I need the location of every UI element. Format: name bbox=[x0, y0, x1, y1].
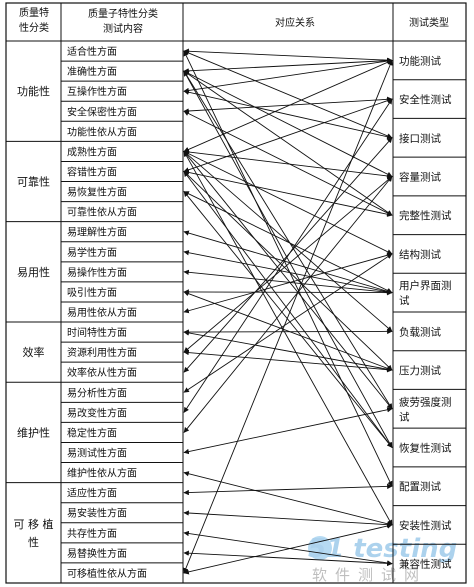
test-type-label: 兼容性测试 bbox=[399, 558, 452, 571]
category-label: 功能性 bbox=[17, 84, 50, 98]
relation-arrow bbox=[183, 110, 393, 216]
header-row: 质量特 性分类 质量子特性分类 测试内容 对应关系 测试类型 bbox=[19, 7, 449, 35]
relation-arrow bbox=[183, 50, 393, 487]
header-quality-char-line2: 性分类 bbox=[19, 21, 49, 34]
test-type-label: 恢复性测试 bbox=[399, 442, 452, 455]
sub-characteristic-label: 共存性方面 bbox=[67, 527, 117, 540]
sub-characteristic-label: 易替换性方面 bbox=[67, 547, 127, 560]
relation-arrow bbox=[183, 191, 393, 448]
test-type-label: 安装性测试 bbox=[399, 519, 452, 532]
relation-arrow bbox=[183, 171, 393, 448]
relation-arrow bbox=[183, 289, 393, 296]
sub-characteristic-label: 易用性依从方面 bbox=[67, 306, 137, 319]
sub-characteristic-label: 适合性方面 bbox=[67, 45, 117, 58]
sub-characteristic-label: 可移植性依从方面 bbox=[67, 567, 147, 580]
test-type-label: 安全性测试 bbox=[399, 93, 452, 106]
sub-characteristic-label: 易安装性方面 bbox=[67, 507, 127, 520]
relation-arrow bbox=[183, 89, 393, 140]
category-label: 易用性 bbox=[17, 265, 50, 279]
relation-arrow bbox=[183, 483, 393, 496]
sub-characteristic-label: 吸引性方面 bbox=[67, 286, 117, 299]
test-type-label: 功能测试 bbox=[399, 54, 441, 67]
category-label: 性 bbox=[28, 535, 39, 549]
category-label: 效率 bbox=[23, 345, 45, 359]
relation-arrow bbox=[183, 98, 393, 413]
relation-arrow bbox=[183, 150, 393, 410]
category-label: 可靠性 bbox=[17, 175, 50, 189]
relation-arrow bbox=[183, 171, 393, 371]
sub-characteristic-label: 易学性方面 bbox=[67, 246, 117, 259]
sub-characteristic-label: 易改变性方面 bbox=[67, 406, 127, 419]
relation-arrow bbox=[183, 328, 393, 335]
relation-arrow bbox=[183, 58, 393, 94]
header-relation: 对应关系 bbox=[275, 16, 315, 29]
test-type-label: 容量测试 bbox=[399, 171, 441, 184]
relation-arrow bbox=[183, 70, 393, 448]
sub-characteristic-label: 成熟性方面 bbox=[67, 145, 117, 158]
header-sub-char-line1: 质量子特性分类 bbox=[88, 7, 158, 20]
sub-characteristic-label: 易理解性方面 bbox=[67, 226, 127, 239]
test-type-label: 接口测试 bbox=[399, 132, 441, 145]
grid-lines bbox=[6, 3, 466, 583]
sub-characteristic-label: 互操作性方面 bbox=[67, 85, 127, 98]
relation-arrow bbox=[183, 510, 393, 528]
relation-arrow bbox=[183, 191, 393, 294]
test-type-label: 疲劳强度测 bbox=[399, 395, 452, 408]
relation-arrow bbox=[183, 349, 393, 373]
sub-characteristic-label: 时间特性方面 bbox=[67, 326, 127, 339]
category-label: 维护性 bbox=[17, 425, 50, 439]
test-type-label: 压力测试 bbox=[399, 364, 441, 377]
relation-arrow bbox=[183, 50, 393, 139]
sub-characteristic-label: 稳定性方面 bbox=[67, 426, 117, 439]
test-type-label: 结构测试 bbox=[399, 248, 441, 261]
relation-arrows bbox=[183, 48, 393, 575]
sub-characteristic-label: 效率依从性方面 bbox=[67, 366, 137, 379]
header-quality-char-line1: 质量特 bbox=[19, 7, 49, 19]
test-type-label: 试 bbox=[399, 295, 410, 307]
table-border bbox=[5, 2, 467, 584]
relation-arrow bbox=[183, 59, 393, 574]
test-type-label: 配置测试 bbox=[399, 480, 441, 493]
sub-characteristic-label: 安全保密性方面 bbox=[67, 105, 137, 118]
sub-characteristic-label: 准确性方面 bbox=[67, 65, 117, 78]
sub-characteristic-label: 维护性依从方面 bbox=[67, 467, 137, 480]
relation-arrow bbox=[183, 407, 393, 455]
relation-arrow bbox=[183, 250, 393, 295]
sub-characteristic-label: 可靠性依从方面 bbox=[67, 206, 137, 219]
sub-characteristic-label: 易操作性方面 bbox=[67, 266, 127, 279]
sub-characteristic-label: 资源利用性方面 bbox=[67, 346, 137, 359]
header-sub-char-line2: 测试内容 bbox=[103, 22, 143, 35]
relation-arrow bbox=[183, 57, 393, 74]
test-type-cells: 功能测试安全性测试接口测试容量测试完整性测试结构测试用户界面测试负载测试压力测试… bbox=[399, 54, 452, 570]
test-type-label: 完整性测试 bbox=[399, 209, 452, 222]
test-type-label: 负载测试 bbox=[399, 325, 441, 338]
category-label: 可 移 植 bbox=[14, 517, 54, 531]
test-type-label: 试 bbox=[399, 411, 410, 423]
sub-characteristic-cells: 适合性方面准确性方面互操作性方面安全保密性方面功能性依从方面成熟性方面容错性方面… bbox=[67, 45, 147, 580]
sub-characteristic-label: 适应性方面 bbox=[67, 487, 117, 500]
relation-arrow bbox=[183, 471, 393, 527]
sub-characteristic-label: 功能性依从方面 bbox=[67, 125, 137, 138]
test-type-label: 用户界面测 bbox=[399, 279, 452, 292]
sub-characteristic-label: 易恢复性方面 bbox=[67, 186, 127, 199]
relation-arrow bbox=[183, 48, 393, 63]
header-test-type: 测试类型 bbox=[409, 16, 449, 29]
relation-arrow bbox=[183, 96, 393, 114]
sub-characteristic-label: 易分析性方面 bbox=[67, 386, 127, 399]
sub-characteristic-label: 易测试性方面 bbox=[67, 447, 127, 460]
sub-characteristic-label: 容错性方面 bbox=[67, 165, 117, 178]
relation-arrow bbox=[183, 523, 393, 575]
